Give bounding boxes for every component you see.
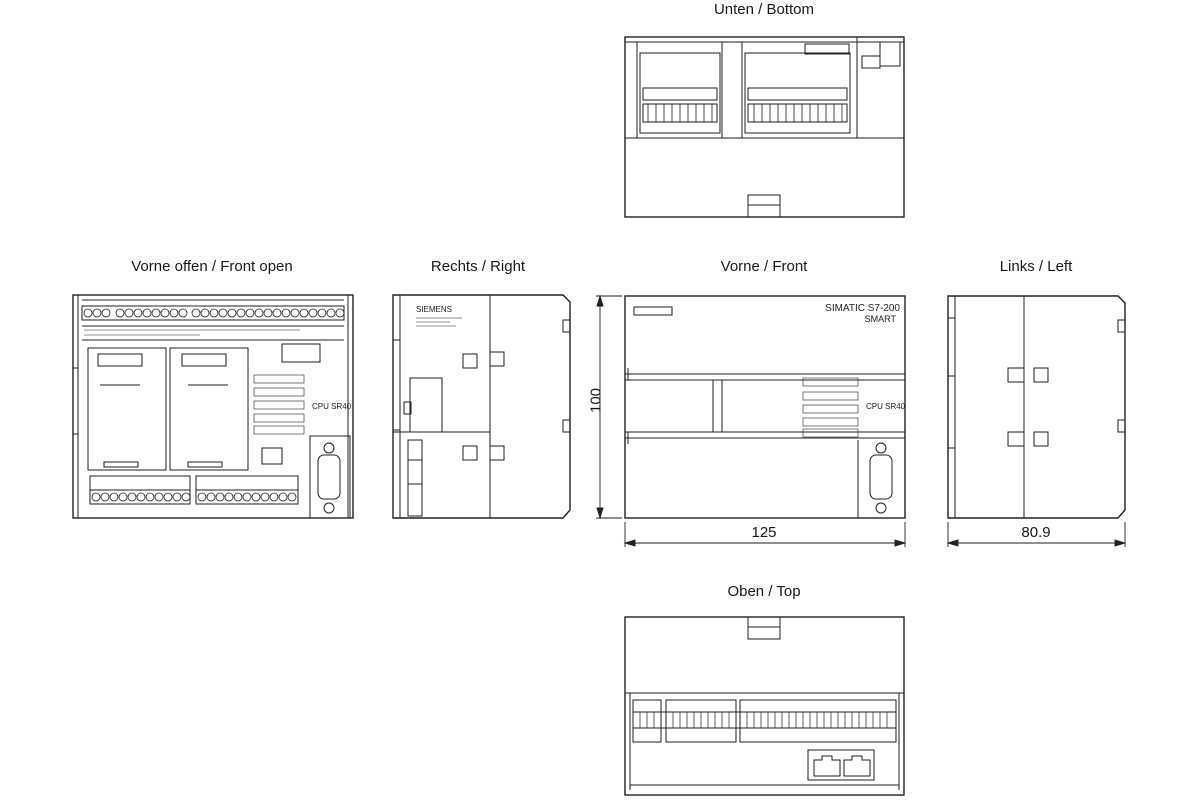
front-open-view: CPU SR40 bbox=[72, 294, 354, 519]
ethernet-port-1 bbox=[813, 755, 841, 777]
bottom-view bbox=[624, 36, 905, 218]
view-title-front-open: Vorne offen / Front open bbox=[131, 258, 293, 275]
view-title-left: Links / Left bbox=[999, 258, 1073, 275]
view-title-right: Rechts / Right bbox=[430, 258, 526, 275]
top-terminal-slots bbox=[639, 712, 888, 728]
front-brand-label: SIMATIC S7-200 bbox=[825, 303, 900, 314]
front-open-model-label: CPU SR40 bbox=[312, 402, 352, 411]
front-brand-label-line2: SMART bbox=[865, 314, 897, 324]
front-view: SIMATIC S7-200 SMART CPU SR40 bbox=[624, 295, 906, 519]
right-view: SIEMENS bbox=[392, 294, 571, 519]
view-title-front: Vorne / Front bbox=[720, 258, 808, 275]
top-terminal-screws bbox=[83, 308, 345, 318]
dimension-lines bbox=[596, 294, 1127, 547]
view-title-bottom: Unten / Bottom bbox=[713, 1, 815, 18]
left-view bbox=[947, 295, 1126, 519]
front-model-label: CPU SR40 bbox=[866, 402, 906, 411]
view-title-top: Oben / Top bbox=[727, 583, 801, 600]
ethernet-port-2 bbox=[843, 755, 871, 777]
top-view bbox=[624, 616, 905, 796]
dimension-depth-label: 80.9 bbox=[1021, 524, 1051, 541]
dimension-width-label: 125 bbox=[751, 524, 777, 541]
bottom-terminals-left bbox=[647, 104, 713, 122]
right-view-maker-label: SIEMENS bbox=[416, 305, 452, 314]
bottom-terminal-screws bbox=[91, 492, 297, 502]
bottom-terminals-right bbox=[753, 104, 843, 122]
